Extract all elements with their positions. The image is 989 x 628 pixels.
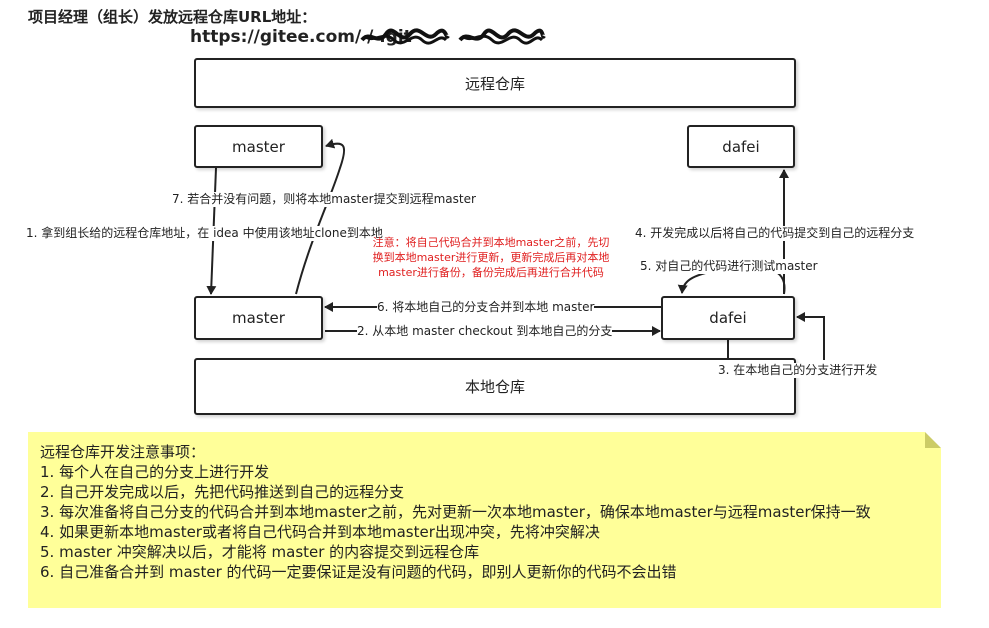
warning-note: 注意：将自己代码合并到本地master之前，先切换到本地master进行更新，更…	[372, 236, 610, 279]
remote-dafei-box: dafei	[687, 125, 795, 168]
local-repo-box: 本地仓库	[194, 358, 796, 415]
dev-note-item: 5. master 冲突解决以后，才能将 master 的内容提交到远程仓库	[40, 543, 480, 561]
dev-note-item: 6. 自己准备合并到 master 的代码一定要保证是没有问题的代码，即别人更新…	[40, 563, 677, 581]
remote-master-box: master	[194, 125, 323, 168]
dev-notes: 远程仓库开发注意事项： 1. 每个人在自己的分支上进行开发 2. 自己开发完成以…	[28, 432, 941, 608]
redaction-scribble-1	[360, 28, 450, 45]
dev-note-item: 3. 每次准备将自己分支的代码合并到本地master之前，先对更新一次本地mas…	[40, 503, 871, 521]
label-step5: 5. 对自己的代码进行测试master	[640, 259, 818, 274]
local-master-box: master	[194, 296, 323, 340]
dev-note-item: 4. 如果更新本地master或者将自己代码合并到本地master出现冲突，先将…	[40, 523, 600, 541]
redaction-scribble-2	[458, 28, 546, 45]
arrow-step3-develop	[796, 312, 825, 360]
local-dafei-box: dafei	[661, 296, 795, 340]
arrow-step7-push-master	[295, 138, 346, 295]
label-step7: 7. 若合并没有问题，则将本地master提交到远程master	[172, 192, 476, 207]
note-corner-fold	[925, 432, 941, 448]
label-step3: 3. 在本地自己的分支进行开发	[718, 363, 878, 378]
page-title: 项目经理（组长）发放远程仓库URL地址：	[28, 8, 317, 26]
label-step6: 6. 将本地自己的分支合并到本地 master	[377, 300, 595, 315]
dev-note-item: 1. 每个人在自己的分支上进行开发	[40, 463, 270, 481]
label-step4: 4. 开发完成以后将自己的代码提交到自己的远程分支	[635, 226, 915, 241]
remote-repo-box: 远程仓库	[194, 58, 796, 108]
dev-notes-title: 远程仓库开发注意事项：	[40, 443, 206, 461]
repo-url: https://gitee.com/ / .git	[190, 27, 412, 47]
label-step2: 2. 从本地 master checkout 到本地自己的分支	[357, 324, 613, 339]
dev-note-item: 2. 自己开发完成以后，先把代码推送到自己的远程分支	[40, 483, 405, 501]
label-step1: 1. 拿到组长给的远程仓库地址，在 idea 中使用该地址clone到本地	[26, 226, 383, 241]
